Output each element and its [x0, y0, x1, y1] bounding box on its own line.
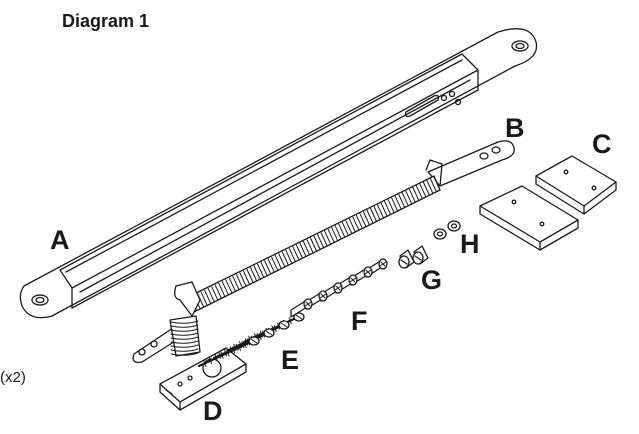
label-h: H — [460, 229, 480, 259]
quantity-note: (x2) — [0, 369, 26, 386]
part-e-screws — [199, 313, 304, 366]
diagram-title: Diagram 1 — [62, 11, 150, 31]
label-d: D — [203, 396, 223, 426]
part-h-washers — [434, 221, 460, 239]
part-c-pads — [480, 156, 616, 250]
label-b: B — [505, 113, 525, 143]
end-hole — [512, 41, 528, 51]
spring-assembly — [133, 141, 514, 362]
end-hole — [32, 295, 48, 305]
label-g: G — [421, 265, 443, 295]
part-a-housing — [20, 29, 536, 318]
part-g-screws — [399, 246, 428, 268]
part-f-screws — [291, 259, 387, 317]
label-a: A — [50, 225, 70, 255]
label-e: E — [281, 345, 300, 375]
label-f: F — [351, 306, 368, 336]
label-c: C — [592, 129, 612, 159]
